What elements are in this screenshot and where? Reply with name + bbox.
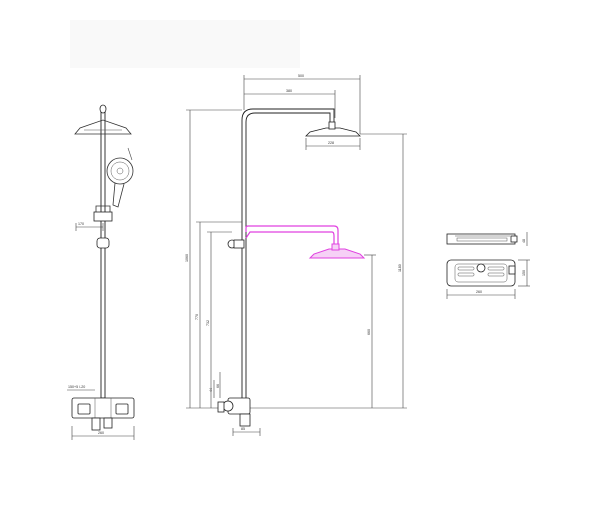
right-handle — [115, 403, 129, 415]
shelf-grill-4 — [487, 272, 505, 277]
head-drop-label: 660 — [367, 329, 371, 335]
main-riser — [241, 108, 335, 410]
left-handle — [77, 403, 91, 415]
inner-height-label: 732 — [206, 320, 210, 326]
bar-spout-2 — [103, 417, 113, 429]
center-front-view: 500 380 228 1060 1180 770 732 — [185, 74, 407, 436]
lower-arm-pipe-inner — [245, 231, 335, 246]
shelf-clamp-right — [508, 265, 516, 275]
hand-shower — [106, 147, 134, 208]
slider-holder — [93, 211, 113, 222]
mid-height-label: 770 — [195, 314, 199, 320]
right-height-label: 1180 — [398, 264, 402, 272]
lower-arm-pipe — [245, 225, 339, 246]
side-height-label: 48 — [522, 239, 526, 243]
arm-inner-label: 380 — [286, 89, 292, 93]
shelf-depth-label: 150 — [522, 270, 526, 276]
head-neck — [328, 121, 336, 130]
shelf-grill-3 — [487, 266, 505, 271]
arm-offset-label: 170 — [78, 222, 84, 226]
diverter-body — [233, 239, 245, 249]
arm-total-label: 500 — [298, 74, 304, 78]
right-shelf-view: 48 150 260 — [446, 232, 530, 299]
base-width-label: 260 — [98, 431, 104, 435]
hand-shower-dim-line — [127, 147, 133, 161]
highlighted-lower-arm — [245, 225, 366, 259]
shelf-grill-1 — [457, 266, 475, 271]
lower-a-label: 44 — [209, 388, 213, 392]
bar-spout — [91, 417, 101, 431]
overhead-head-side — [74, 119, 132, 135]
shelf-top-slots — [456, 237, 508, 242]
lower-valve-knob — [222, 400, 234, 412]
shelf-clamp-top — [510, 235, 518, 243]
lower-valve-handle — [239, 413, 251, 427]
total-height-label: 1060 — [185, 254, 189, 262]
top-cap — [99, 104, 107, 114]
shelf-width-label: 260 — [476, 290, 482, 294]
left-side-view: 170 150+5 /-20 260 — [67, 104, 135, 440]
shelf-grill-2 — [457, 272, 475, 277]
hand-shower-face — [106, 157, 134, 185]
shelf-clamp — [476, 263, 486, 273]
watermark-band — [70, 20, 300, 68]
lower-head — [308, 248, 366, 259]
riser-pipe — [100, 107, 106, 399]
main-riser-inner — [245, 112, 331, 410]
overhead-head — [305, 127, 361, 137]
hand-shower-handle — [112, 182, 125, 208]
lower-b-label: 66 — [216, 384, 220, 388]
lower-valve-outlet — [217, 401, 225, 413]
center-base-label: 85 — [241, 427, 245, 431]
slider-bracket — [95, 205, 111, 212]
hand-shower-ring — [110, 161, 130, 181]
lower-head-neck — [331, 243, 340, 251]
diverter-label: 150+5 /-20 — [68, 385, 85, 389]
mid-bracket — [96, 237, 110, 249]
hand-shower-center — [116, 167, 124, 175]
head-diameter-label: 228 — [328, 141, 334, 145]
